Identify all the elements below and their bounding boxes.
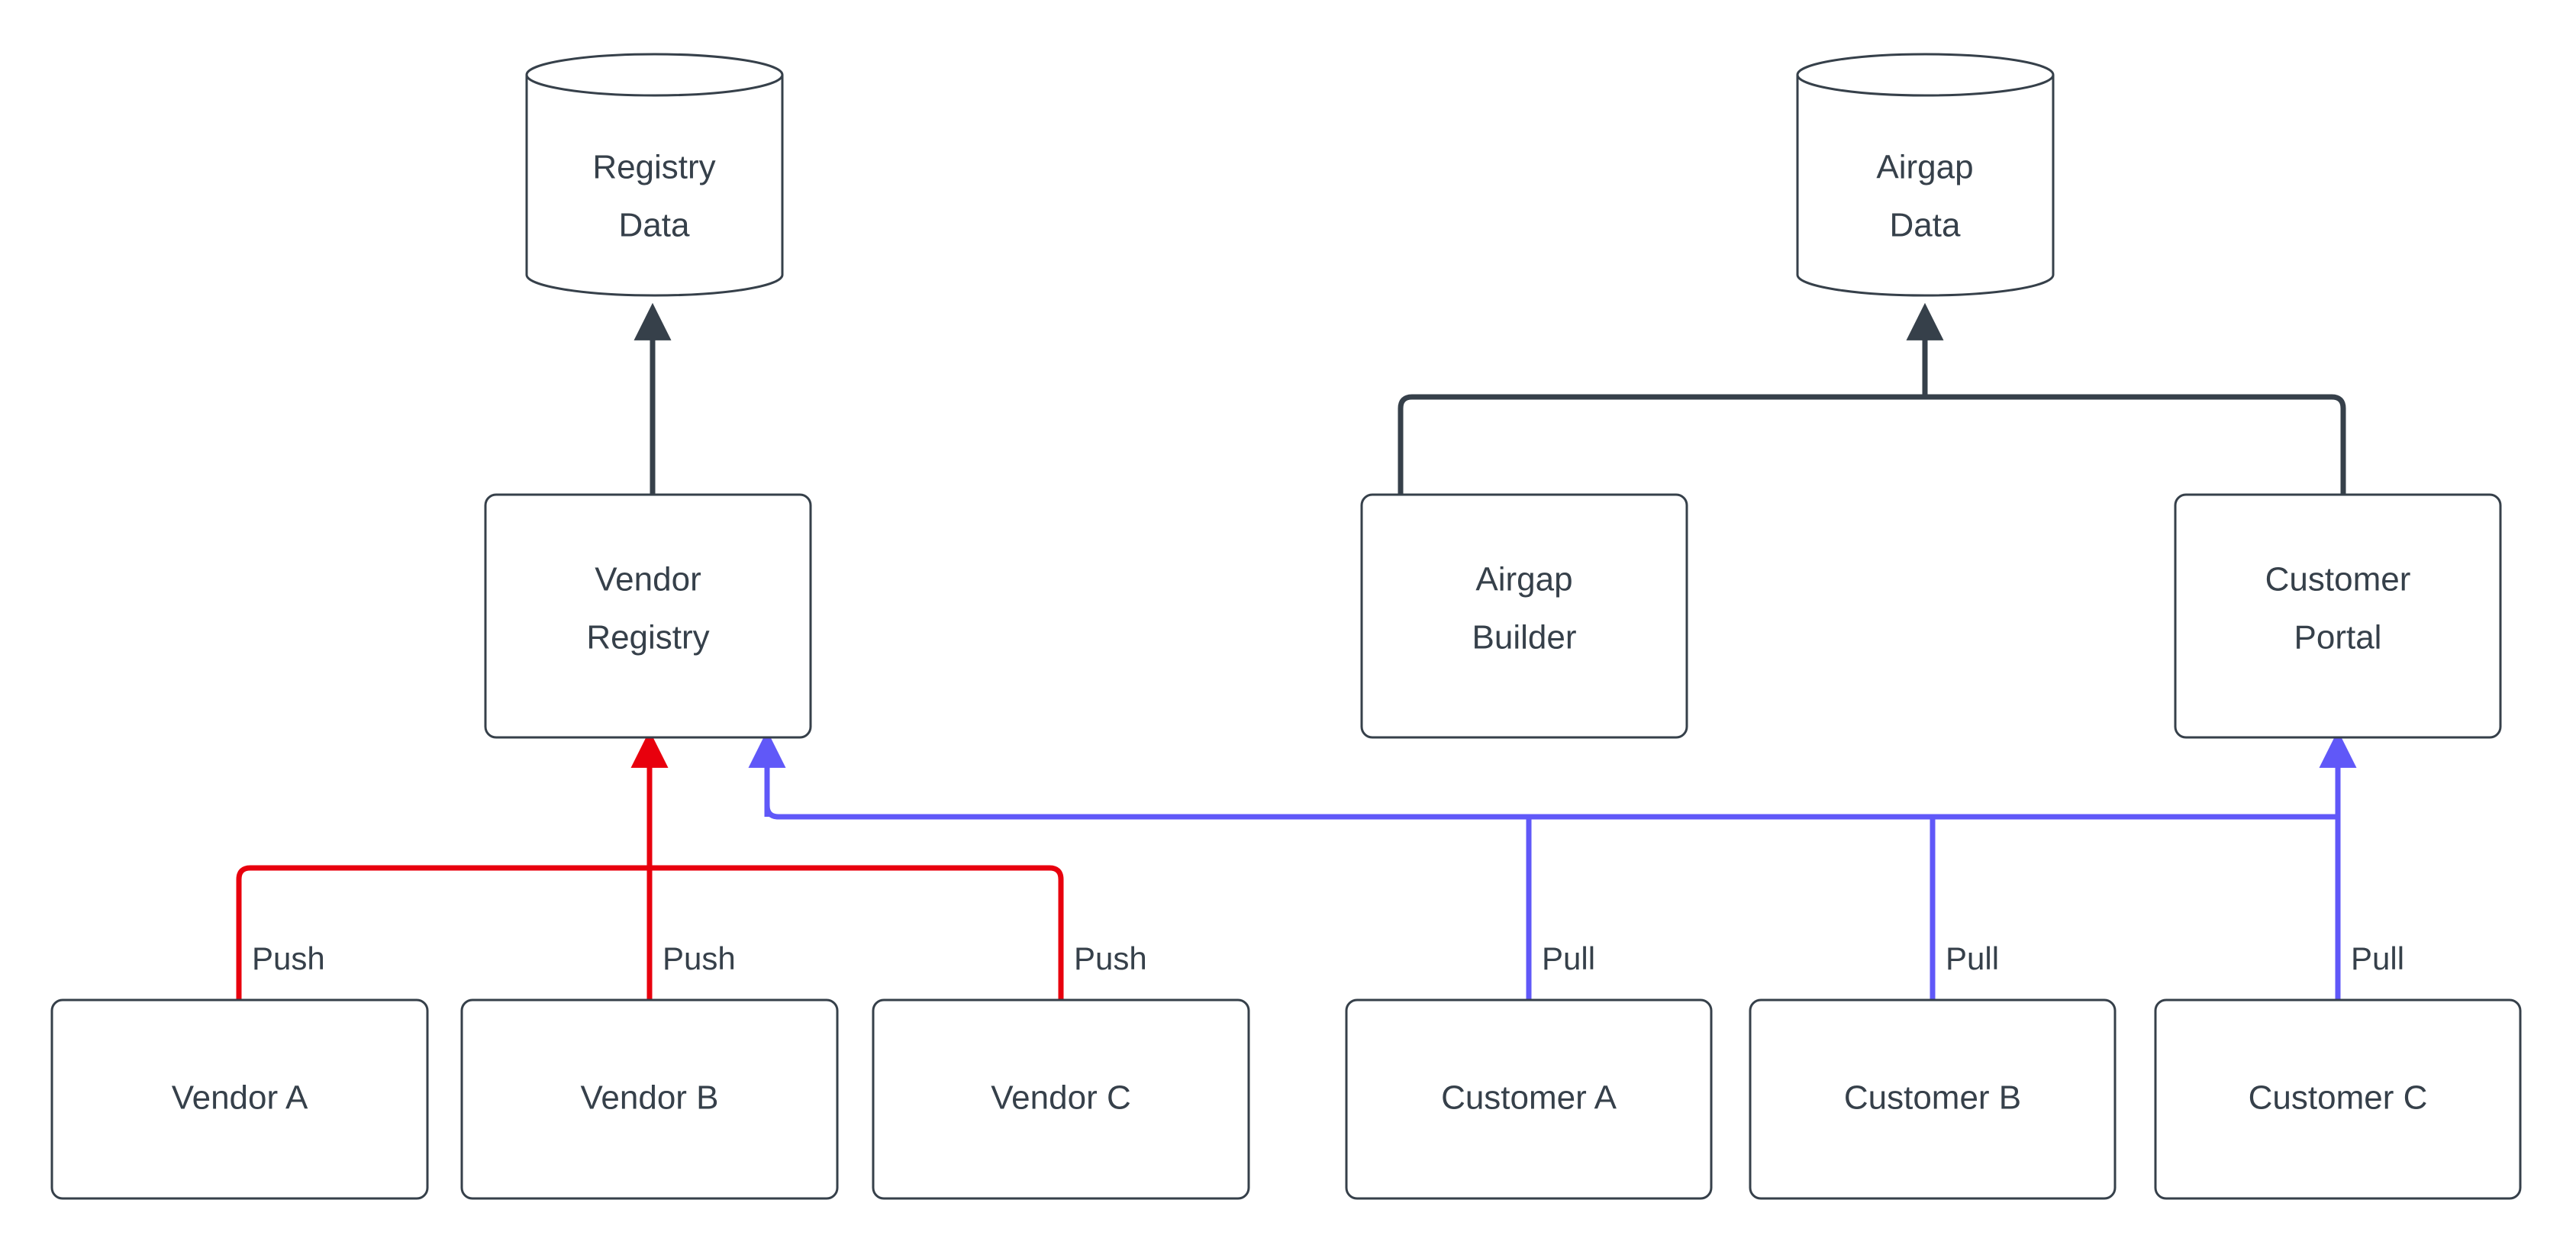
edge-label-pull-customer-a: Pull: [1542, 940, 1595, 976]
datastore-registry-data-label-line2: Data: [619, 207, 690, 244]
edge-pull-bus: [748, 730, 2357, 1000]
actor-customer-a[interactable]: Customer A: [1345, 998, 1713, 1200]
edge-label-push-vendor-b: Push: [663, 940, 736, 976]
actor-vendor-a-label: Vendor A: [172, 1079, 308, 1117]
actor-customer-a-label: Customer A: [1441, 1079, 1617, 1117]
service-customer-portal-label-line1: Customer: [2265, 561, 2411, 598]
service-vendor-registry-label-line2: Registry: [586, 619, 709, 656]
service-vendor-registry[interactable]: Vendor Registry: [484, 493, 812, 739]
datastore-registry-data-label-line1: Registry: [592, 149, 715, 186]
edge-label-push-vendor-c: Push: [1074, 940, 1147, 976]
edge-label-push-vendor-a: Push: [252, 940, 325, 976]
edge-label-pull-customer-b: Pull: [1946, 940, 1999, 976]
datastore-airgap-data-label-line1: Airgap: [1876, 149, 1973, 186]
edge-label-pull-customer-c: Pull: [2351, 940, 2404, 976]
actor-vendor-a[interactable]: Vendor A: [50, 998, 429, 1200]
edge-builders-to-airgap-data: [1398, 302, 2346, 495]
datastore-airgap-data-label-line2: Data: [1890, 207, 1961, 244]
actor-customer-b-label: Customer B: [1844, 1079, 2021, 1117]
datastore-airgap-data[interactable]: Airgap Data: [1796, 53, 2055, 297]
actor-customer-c-label: Customer C: [2249, 1079, 2428, 1117]
actor-vendor-c-label: Vendor C: [991, 1079, 1130, 1117]
service-customer-portal[interactable]: Customer Portal: [2174, 493, 2502, 739]
edge-push-bus: [236, 730, 1064, 1000]
service-airgap-builder[interactable]: Airgap Builder: [1360, 493, 1688, 739]
actor-customer-c[interactable]: Customer C: [2154, 998, 2522, 1200]
service-airgap-builder-label-line1: Airgap: [1475, 561, 1572, 598]
actor-vendor-b[interactable]: Vendor B: [460, 998, 839, 1200]
actor-vendor-c[interactable]: Vendor C: [872, 998, 1250, 1200]
actor-vendor-b-label: Vendor B: [580, 1079, 718, 1117]
service-vendor-registry-label-line1: Vendor: [595, 561, 701, 598]
actor-customer-b[interactable]: Customer B: [1749, 998, 2117, 1200]
service-airgap-builder-label-line2: Builder: [1472, 619, 1577, 656]
datastore-registry-data[interactable]: Registry Data: [525, 53, 784, 297]
service-customer-portal-label-line2: Portal: [2294, 619, 2382, 656]
